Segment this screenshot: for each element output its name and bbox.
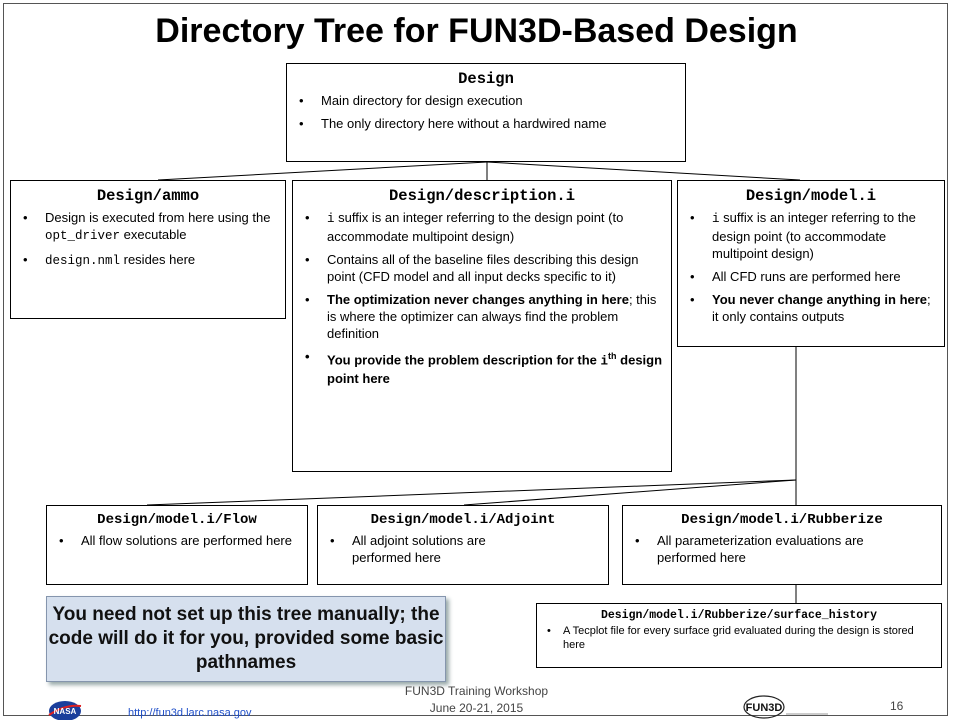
- design-bullet: The only directory here without a hardwi…: [295, 115, 677, 132]
- slide-frame: [3, 3, 948, 716]
- description-bullet: The optimization never changes anything …: [301, 291, 663, 342]
- description-bullet: Contains all of the baseline files descr…: [301, 251, 663, 285]
- flow-box-title: Design/model.i/Flow: [97, 512, 257, 528]
- design-bullet: Main directory for design execution: [295, 92, 677, 109]
- adjoint-box-title: Design/model.i/Adjoint: [370, 512, 556, 528]
- page-number: 16: [890, 699, 904, 713]
- model-bullet: All CFD runs are performed here: [686, 268, 936, 285]
- adjoint-bullet: All adjoint solutions are performed here: [326, 532, 600, 566]
- ammo-box: Design/ammo Design is executed from here…: [10, 180, 286, 319]
- model-box-title: Design/model.i: [745, 187, 877, 205]
- model-box: Design/model.i i suffix is an integer re…: [677, 180, 945, 347]
- auto-setup-note: You need not set up this tree manually; …: [46, 596, 446, 682]
- flow-box: Design/model.i/Flow All flow solutions a…: [46, 505, 308, 585]
- surface-history-box: Design/model.i/Rubberize/surface_history…: [536, 603, 942, 668]
- ammo-box-title: Design/ammo: [96, 187, 200, 205]
- footer-url-link[interactable]: http://fun3d.larc.nasa.gov: [128, 707, 252, 719]
- model-bullet: You never change anything in here; it on…: [686, 291, 936, 325]
- rubberize-box-title: Design/model.i/Rubberize: [681, 512, 883, 528]
- footer-workshop-title: FUN3D Training Workshop: [404, 684, 549, 698]
- description-bullet: i suffix is an integer referring to the …: [301, 209, 663, 245]
- connector-model-flow: [146, 479, 797, 506]
- description-bullet: You provide the problem description for …: [301, 348, 663, 387]
- design-box: Design Main directory for design executi…: [286, 63, 686, 162]
- slide-title: Directory Tree for FUN3D-Based Design: [155, 12, 798, 50]
- description-box-title: Design/description.i: [388, 187, 576, 205]
- connector-design-model: [486, 161, 801, 181]
- model-bullet: i suffix is an integer referring to the …: [686, 209, 936, 262]
- surface-history-box-title: Design/model.i/Rubberize/surface_history: [600, 609, 878, 622]
- rubberize-bullet: All parameterization evaluations are per…: [631, 532, 933, 566]
- flow-bullet: All flow solutions are performed here: [55, 532, 299, 549]
- ammo-bullet: design.nml resides here: [19, 251, 277, 270]
- svg-text:FUN3D: FUN3D: [746, 702, 783, 714]
- adjoint-box: Design/model.i/Adjoint All adjoint solut…: [317, 505, 609, 585]
- svg-text:NASA: NASA: [54, 707, 77, 716]
- nasa-logo-icon: NASA: [48, 701, 82, 720]
- surface-history-bullet: A Tecplot file for every surface grid ev…: [543, 624, 935, 652]
- footer-workshop: FUN3D Training Workshop June 20-21, 2015: [0, 683, 953, 717]
- ammo-bullet: Design is executed from here using the o…: [19, 209, 277, 245]
- connector-design-ammo: [157, 161, 488, 181]
- description-box: Design/description.i i suffix is an inte…: [292, 180, 672, 472]
- connector-model-adjoint: [463, 479, 797, 506]
- footer-dates: June 20-21, 2015: [429, 701, 524, 715]
- rubberize-box: Design/model.i/Rubberize All parameteriz…: [622, 505, 942, 585]
- design-box-title: Design: [458, 70, 514, 88]
- fun3d-logo-icon: FUN3D: [743, 695, 828, 719]
